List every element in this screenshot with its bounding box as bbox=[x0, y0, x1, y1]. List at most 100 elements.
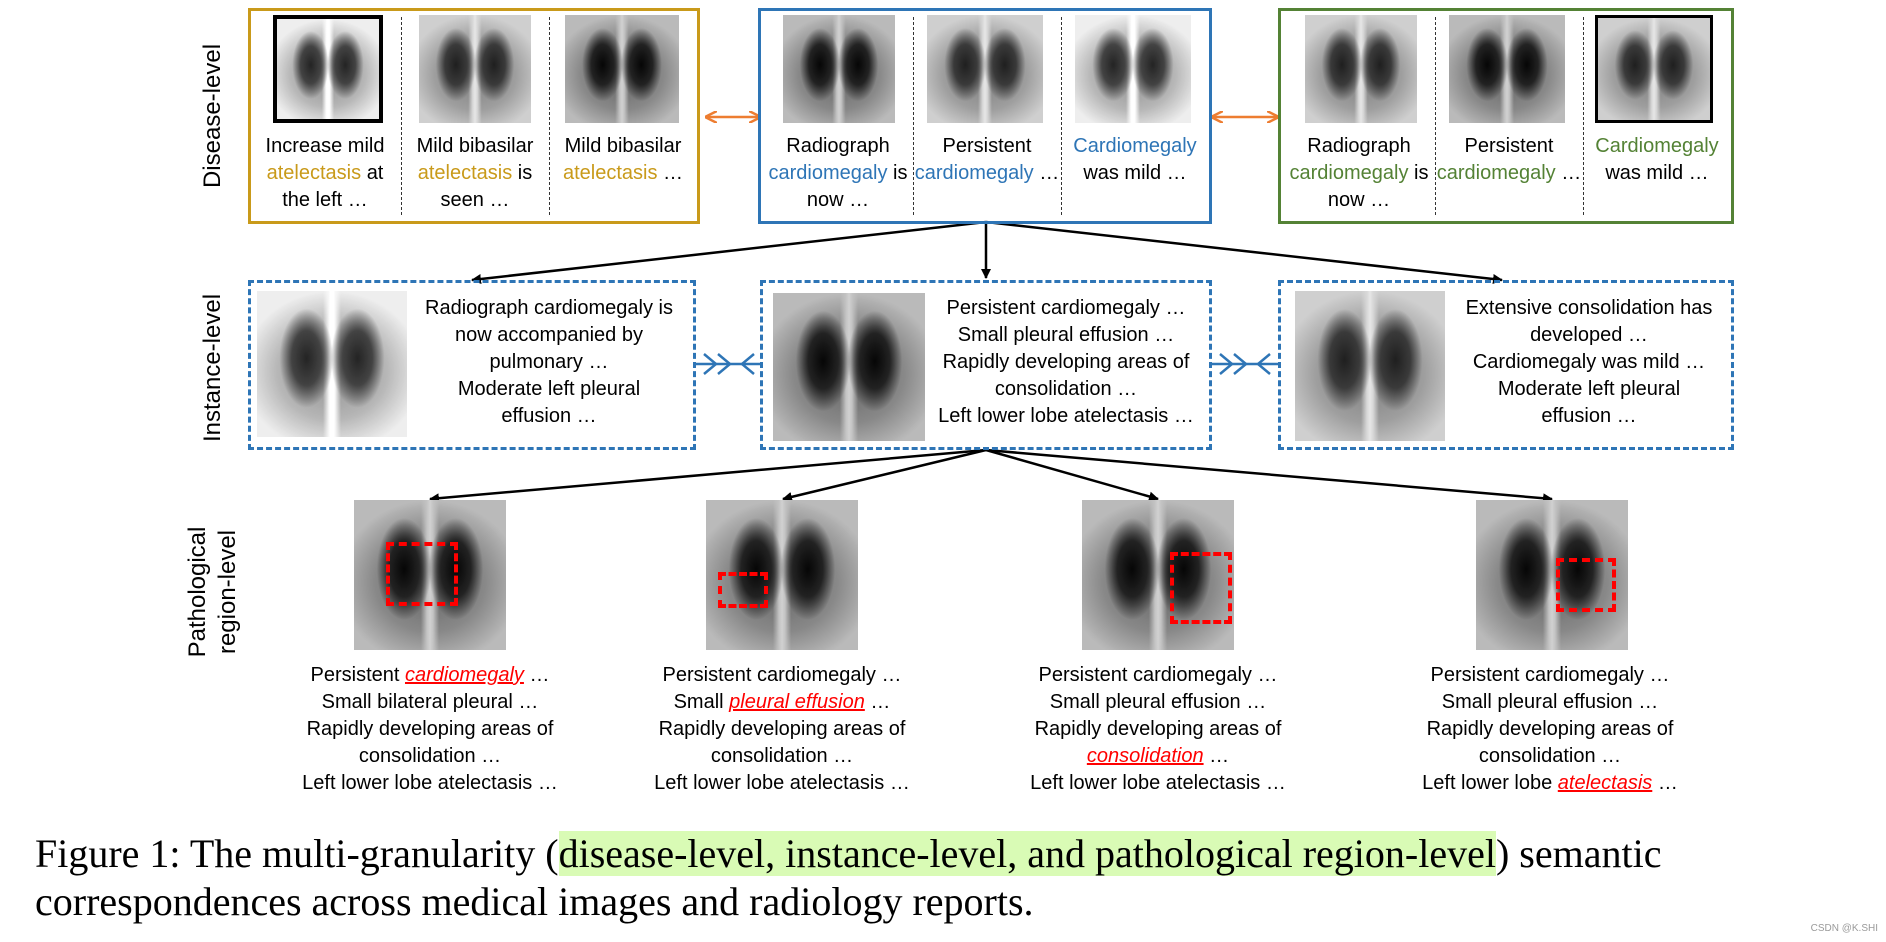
report-line: Extensive consolidation has bbox=[1465, 297, 1713, 319]
chest-xray-image bbox=[706, 500, 858, 650]
report-line: Small bilateral pleural … bbox=[280, 689, 580, 716]
disease-panel: Cardiomegaly was mild … bbox=[1583, 11, 1731, 221]
watermark: CSDN @K.SHI bbox=[1810, 923, 1878, 934]
region-report: Persistent cardiomegaly … Small bilatera… bbox=[280, 662, 580, 797]
chest-xray-image bbox=[273, 15, 383, 123]
caption-pre: Persistent bbox=[942, 135, 1032, 157]
caption-pre: Radiograph bbox=[1307, 135, 1411, 157]
report-line: Left lower lobe atelectasis … bbox=[1008, 770, 1308, 797]
region-report: Persistent cardiomegaly … Small pleural … bbox=[632, 662, 932, 797]
disease-caption: Increase mild atelectasis at the left … bbox=[255, 133, 395, 214]
text-segment: Persistent cardiomegaly … bbox=[1430, 664, 1670, 686]
text-segment: Persistent cardiomegaly … bbox=[662, 664, 902, 686]
report-line: consolidation … bbox=[632, 743, 932, 770]
disease-caption: Persistent cardiomegaly … bbox=[1435, 133, 1583, 187]
caption-post: was mild … bbox=[1605, 162, 1709, 184]
panel-divider bbox=[401, 17, 402, 215]
region-highlight-box bbox=[386, 542, 458, 606]
report-line: consolidation … bbox=[280, 743, 580, 770]
text-segment: Small pleural effusion … bbox=[1441, 691, 1659, 713]
disease-caption: Mild bibasilar atelectasis is seen … bbox=[405, 133, 545, 214]
caption-keyword: Cardiomegaly bbox=[1595, 135, 1719, 157]
caption-post: … bbox=[663, 162, 684, 184]
report-line: Rapidly developing areas of bbox=[942, 351, 1190, 373]
disease-panel: Persistent cardiomegaly … bbox=[1435, 11, 1583, 221]
panel-divider bbox=[549, 17, 550, 215]
caption-keyword: atelectasis bbox=[562, 162, 658, 184]
report-line: Rapidly developing areas of bbox=[1034, 718, 1282, 740]
disease-caption: Radiograph cardiomegaly is now … bbox=[763, 133, 913, 214]
disease-group-cardiomegaly-green: Radiograph cardiomegaly is now … Persist… bbox=[1278, 8, 1734, 224]
chest-xray-image bbox=[1295, 291, 1445, 441]
caption-keyword: cardiomegaly bbox=[1289, 162, 1409, 184]
chest-xray-image bbox=[1595, 15, 1713, 123]
text-segment: Left lower lobe bbox=[1422, 772, 1558, 794]
panel-divider bbox=[913, 17, 914, 215]
caption-pre: Mild bibasilar bbox=[564, 135, 682, 157]
chest-xray-image bbox=[1082, 500, 1234, 650]
report-line: Small pleural effusion … bbox=[632, 689, 932, 716]
text-segment: Left lower lobe atelectasis … bbox=[302, 772, 558, 794]
disease-caption: Mild bibasilar atelectasis … bbox=[553, 133, 693, 187]
disease-panel: Mild bibasilar atelectasis … bbox=[549, 11, 697, 221]
chest-xray-image bbox=[927, 15, 1043, 123]
instance-link-arrow-2 bbox=[1212, 353, 1278, 375]
chest-xray-image bbox=[1075, 15, 1191, 123]
chest-xray-image bbox=[419, 15, 531, 123]
instance-report: Radiograph cardiomegaly is now accompani… bbox=[409, 295, 689, 430]
text-segment: Persistent bbox=[310, 664, 405, 686]
report-line: Left lower lobe atelectasis … bbox=[280, 770, 580, 797]
report-line: Persistent cardiomegaly … bbox=[946, 297, 1186, 319]
text-segment: … bbox=[523, 664, 550, 686]
report-line: Rapidly developing areas of bbox=[1426, 718, 1674, 740]
disease-panel: Increase mild atelectasis at the left … bbox=[251, 11, 401, 221]
text-segment: Persistent cardiomegaly … bbox=[1038, 664, 1278, 686]
report-line: Moderate left pleural bbox=[457, 378, 641, 400]
caption-post: is now … bbox=[1327, 162, 1429, 211]
report-line: developed … bbox=[1530, 324, 1648, 346]
chest-xray-image bbox=[565, 15, 679, 123]
text-segment: Small bilateral pleural … bbox=[321, 691, 539, 713]
arrow-to-region-3 bbox=[985, 448, 1159, 502]
report-line: Small pleural effusion … bbox=[1008, 689, 1308, 716]
caption-post: is seen … bbox=[440, 162, 533, 211]
caption-keyword: cardiomegaly bbox=[1436, 162, 1556, 184]
disease-panel: Persistent cardiomegaly … bbox=[913, 11, 1061, 221]
report-line: Persistent cardiomegaly … bbox=[280, 662, 580, 689]
region-highlight-box bbox=[718, 572, 768, 608]
caption-prefix: Figure 1: The multi-granularity ( bbox=[35, 831, 559, 876]
instance-report: Extensive consolidation has developed … … bbox=[1447, 295, 1731, 430]
caption-keyword: atelectasis bbox=[417, 162, 513, 184]
caption-pre: Persistent bbox=[1464, 135, 1554, 157]
text-segment: Left lower lobe atelectasis … bbox=[654, 772, 910, 794]
highlighted-finding: cardiomegaly bbox=[404, 664, 524, 686]
text-segment: consolidation … bbox=[710, 745, 854, 767]
report-line: Left lower lobe atelectasis … bbox=[1400, 770, 1700, 797]
region-highlight-box bbox=[1170, 552, 1232, 624]
disease-group-cardiomegaly-blue: Radiograph cardiomegaly is now … Persist… bbox=[758, 8, 1212, 224]
report-line: Small pleural effusion … bbox=[1400, 689, 1700, 716]
report-line: Cardiomegaly was mild … bbox=[1472, 351, 1706, 373]
caption-post: was mild … bbox=[1083, 162, 1187, 184]
chest-xray-image bbox=[354, 500, 506, 650]
report-line: effusion … bbox=[501, 405, 597, 427]
highlighted-finding: pleural effusion bbox=[729, 691, 865, 713]
caption-keyword: cardiomegaly bbox=[768, 162, 888, 184]
caption-post: is now … bbox=[806, 162, 908, 211]
highlighted-finding: atelectasis bbox=[1557, 772, 1653, 794]
region-highlight-box bbox=[1556, 558, 1616, 612]
report-line: Left lower lobe atelectasis … bbox=[938, 405, 1194, 427]
text-segment: consolidation … bbox=[1478, 745, 1622, 767]
report-line: Persistent cardiomegaly … bbox=[1400, 662, 1700, 689]
disease-panel: Radiograph cardiomegaly is now … bbox=[1281, 11, 1435, 221]
instance-box: Persistent cardiomegaly … Small pleural … bbox=[760, 280, 1212, 450]
region-panel: Persistent cardiomegaly … Small pleural … bbox=[1008, 500, 1308, 800]
caption-keyword: atelectasis bbox=[266, 162, 362, 184]
report-line: Moderate left pleural bbox=[1497, 378, 1681, 400]
instance-box: Extensive consolidation has developed … … bbox=[1278, 280, 1734, 450]
text-segment: Small bbox=[673, 691, 730, 713]
disease-panel: Mild bibasilar atelectasis is seen … bbox=[401, 11, 549, 221]
text-segment: … bbox=[1652, 772, 1678, 794]
instance-link-arrow-1 bbox=[696, 353, 760, 375]
